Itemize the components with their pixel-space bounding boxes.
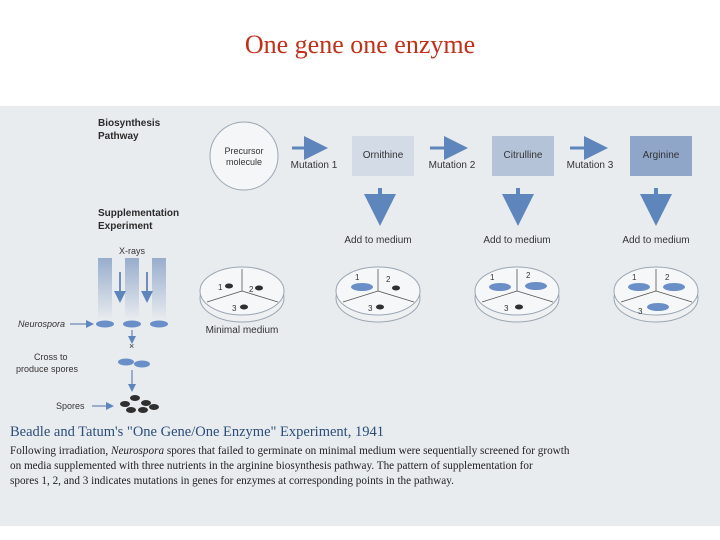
add-to-medium-1: Add to medium — [344, 235, 411, 246]
ornithine-box — [352, 136, 414, 176]
spore-1 — [120, 401, 130, 407]
experiment-heading-2: Experiment — [98, 221, 153, 232]
precursor-label-2: molecule — [226, 157, 262, 167]
citrulline-box — [492, 136, 554, 176]
add-to-medium-3: Add to medium — [622, 235, 689, 246]
dish-ornithine — [335, 266, 421, 323]
caption-line-1: Following irradiation, Neurospora spores… — [10, 444, 718, 459]
neurospora-spot-2 — [123, 320, 141, 328]
neurospora-spot-1 — [96, 320, 114, 328]
spore-6 — [149, 404, 159, 410]
dish-minimal-spore-1: 1 — [218, 283, 223, 292]
cross-label: Cross to — [34, 352, 68, 362]
ornithine-label: Ornithine — [363, 150, 404, 161]
spore-4 — [126, 407, 136, 413]
pathway-heading: Biosynthesis — [98, 118, 161, 129]
cross-label-2: produce spores — [16, 364, 79, 374]
dish-ornithine-spore-2: 2 — [386, 275, 391, 284]
dish-citrulline-spore-3: 3 — [504, 304, 509, 313]
dish-arginine — [613, 266, 699, 323]
spore-2 — [130, 395, 140, 401]
minimal-medium-label: Minimal medium — [206, 325, 279, 336]
precursor-label: Precursor — [224, 146, 263, 156]
caption-line-1-post: spores that failed to germinate on minim… — [164, 445, 570, 457]
dish-minimal-spore-3: 3 — [232, 304, 237, 313]
dish-ornithine-spore-1: 1 — [355, 273, 360, 282]
dish-citrulline-spore-1: 1 — [490, 273, 495, 282]
experiment-heading: Supplementation — [98, 208, 179, 219]
pathway-heading-2: Pathway — [98, 131, 139, 142]
spore-5 — [138, 407, 148, 413]
neurospora-label: Neurospora — [18, 319, 65, 329]
xrays-label: X-rays — [119, 246, 146, 256]
xray-beam-3 — [152, 258, 166, 320]
dish-minimal — [199, 266, 285, 323]
spore-3 — [141, 400, 151, 406]
xray-beam-2 — [125, 258, 139, 320]
precursor-circle — [209, 121, 279, 191]
cross-spot-2 — [134, 360, 150, 368]
caption-line-3: spores 1, 2, and 3 indicates mutations i… — [10, 475, 454, 487]
caption-line-1-pre: Following irradiation, — [10, 445, 111, 457]
pathway-diagram: Biosynthesis Pathway Precursor molecule … — [16, 118, 699, 413]
cross-spot-1 — [118, 358, 134, 366]
dish-citrulline-spore-2: 2 — [526, 271, 531, 280]
xray-beam-1 — [98, 258, 112, 320]
dish-arginine-spore-2: 2 — [665, 273, 670, 282]
dish-minimal-spore-2: 2 — [249, 285, 254, 294]
dish-ornithine-spore-3: 3 — [368, 304, 373, 313]
slide-title: One gene one enzyme — [244, 30, 476, 59]
arginine-label: Arginine — [643, 150, 680, 161]
arginine-box — [630, 136, 692, 176]
dish-arginine-spore-3: 3 — [638, 307, 643, 316]
figure-panel: Biosynthesis Pathway Precursor molecule … — [0, 106, 720, 526]
dish-arginine-spore-1: 1 — [632, 273, 637, 282]
dish-citrulline — [474, 266, 560, 323]
mutation-2-label: Mutation 2 — [429, 160, 476, 171]
citrulline-label: Citrulline — [504, 150, 543, 161]
mutation-3-label: Mutation 3 — [567, 160, 614, 171]
spores-label: Spores — [56, 401, 85, 411]
neurospora-spot-3 — [150, 320, 168, 328]
caption: Beadle and Tatum's "One Gene/One Enzyme"… — [10, 424, 718, 489]
caption-title: Beadle and Tatum's "One Gene/One Enzyme"… — [10, 424, 384, 440]
caption-line-2: on media supplemented with three nutrien… — [10, 460, 533, 472]
caption-line-1-em: Neurospora — [111, 445, 165, 457]
mutation-1-label: Mutation 1 — [291, 160, 338, 171]
add-to-medium-2: Add to medium — [483, 235, 550, 246]
cross-mark: × — [129, 341, 134, 351]
